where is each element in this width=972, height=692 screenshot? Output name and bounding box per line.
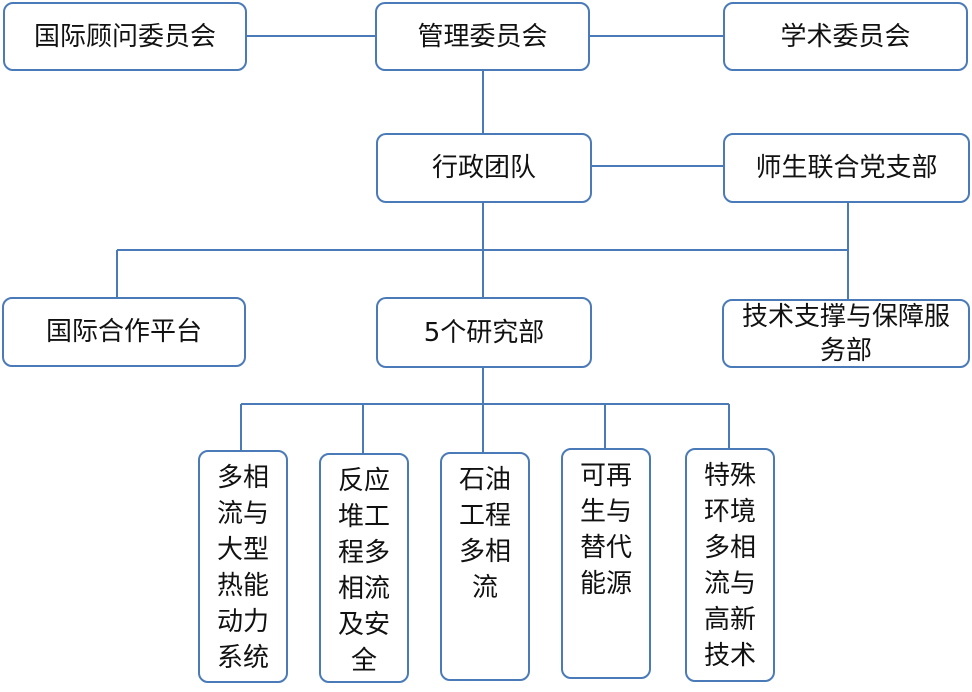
party-branch-box: 师生联合党支部 (723, 133, 970, 203)
management-committee-box: 管理委员会 (375, 2, 590, 71)
international-cooperation-platform-box: 国际合作平台 (2, 297, 246, 367)
party-branch-label: 师生联合党支部 (755, 153, 938, 183)
research-departments-box: 5个研究部 (376, 297, 592, 368)
dept-special-environment-box: 特殊环境多相流与高新技术 (685, 448, 775, 682)
tech-support-department-label: 技术支撑与保障服务部 (741, 301, 950, 366)
management-committee-label: 管理委员会 (417, 21, 548, 52)
admin-team-box: 行政团队 (376, 133, 592, 203)
dept-multiphase-thermal-box: 多相流与大型热能动力系统 (198, 450, 288, 683)
dept-petroleum-engineering-box: 石油工程多相流 (440, 452, 530, 681)
international-advisory-committee-box: 国际顾问委员会 (3, 2, 247, 71)
dept-multiphase-thermal-label: 多相流与大型热能动力系统 (216, 463, 269, 673)
dept-renewable-energy-box: 可再生与替代能源 (561, 448, 651, 679)
academic-committee-label: 学术委员会 (780, 21, 911, 52)
international-advisory-committee-label: 国际顾问委员会 (33, 21, 216, 52)
dept-reactor-engineering-box: 反应堆工程多相流及安全 (319, 453, 409, 683)
dept-reactor-engineering-label: 反应堆工程多相流及安全 (337, 466, 390, 676)
dept-petroleum-engineering-label: 石油工程多相流 (458, 465, 511, 603)
tech-support-department-box: 技术支撑与保障服务部 (722, 299, 970, 368)
academic-committee-box: 学术委员会 (723, 2, 968, 71)
admin-team-label: 行政团队 (431, 153, 536, 183)
dept-renewable-energy-label: 可再生与替代能源 (579, 461, 632, 599)
international-cooperation-platform-label: 国际合作平台 (45, 317, 202, 347)
research-departments-label: 5个研究部 (423, 317, 545, 348)
dept-special-environment-label: 特殊环境多相流与高新技术 (703, 461, 756, 671)
